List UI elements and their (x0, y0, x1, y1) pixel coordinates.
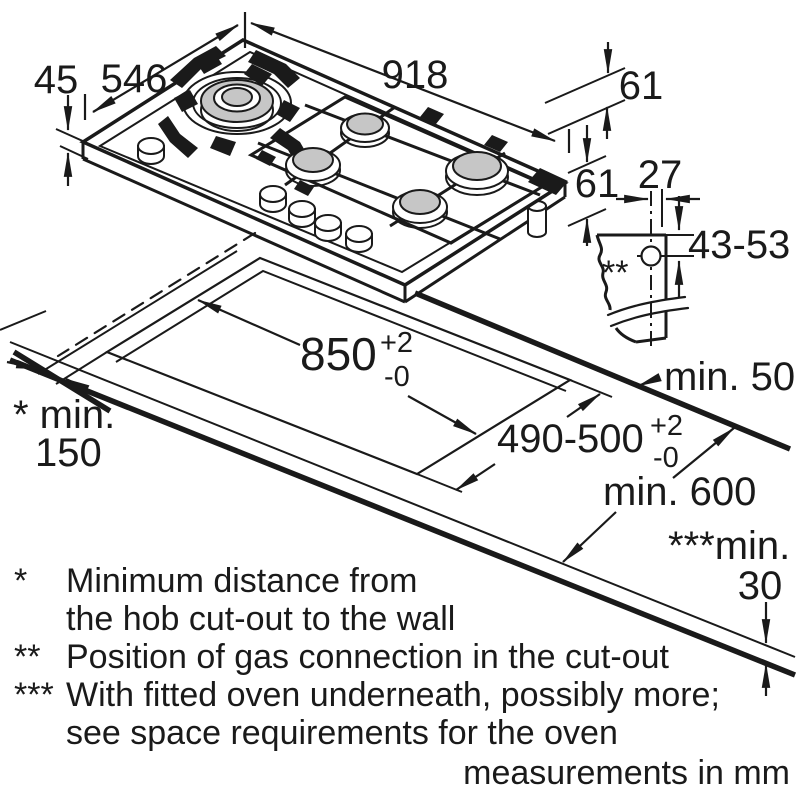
min-depth-clearance: min. 600 (562, 427, 756, 563)
cutout-width-tolerance-minus: -0 (384, 361, 410, 393)
footnote-marker: * (14, 562, 27, 600)
burner (285, 147, 341, 187)
dim-gas-x-label: 27 (638, 153, 683, 197)
min-left-clearance-label: * min. (13, 393, 115, 437)
worktop-back-edge-left (0, 310, 47, 331)
min-depth-clearance-label: min. 600 (603, 470, 756, 514)
dim-burner-offset-rear-label: 61 (619, 64, 664, 108)
control-knobs (137, 137, 373, 253)
control-knob (314, 214, 342, 242)
wok-grate-arm-icon (158, 116, 198, 158)
cutout-depth-label: 490-500 (497, 417, 644, 461)
hob-dimensions: 546 918 45 61 61 (34, 12, 664, 246)
min-left-clearance: * min. 150 (6, 359, 115, 475)
footnote-marker: ** (14, 638, 40, 676)
worktop-back-edge (413, 290, 792, 452)
cutout-depth-dimension: 490-500 +2 -0 (455, 393, 683, 491)
footnote-text: Position of gas connection in the cut-ou… (66, 638, 669, 676)
wall-line (37, 250, 238, 375)
burner-cap (292, 147, 334, 173)
min-oven-clearance: ***min. 30 (668, 524, 790, 696)
gas-inlet-pipe (527, 200, 547, 238)
gas-connection-detail: ** 27 43-53 (595, 153, 790, 347)
cutout-outline (55, 256, 613, 493)
control-knob (137, 137, 165, 165)
burner (445, 151, 509, 196)
worktop-illustration: 850 +2 -0 490-500 +2 -0 min. 50 min. 600 (0, 231, 797, 696)
min-right-clearance-label: min. 50 (664, 355, 795, 399)
footnote-marker: *** (14, 676, 54, 714)
hob-bottom-front-edge (82, 157, 406, 304)
units-note: measurements in mm (463, 754, 790, 792)
control-knob (288, 200, 316, 228)
footnote-text: Minimum distance from (66, 562, 417, 600)
cutout-width-label: 850 (300, 328, 377, 380)
gas-connection-point-icon (640, 245, 662, 267)
min-right-clearance: min. 50 (637, 355, 795, 399)
min-oven-clearance-value: 30 (738, 564, 783, 608)
footnote-text: see space requirements for the oven (66, 714, 618, 752)
burner-cap (452, 151, 502, 181)
footnotes: * Minimum distance from the hob cut-out … (14, 562, 790, 792)
footnote-text: the hob cut-out to the wall (66, 600, 455, 638)
cutout-width-dimension: 850 +2 -0 (197, 298, 477, 435)
cutout-width-tolerance-plus: +2 (380, 327, 413, 359)
dim-gas-y-label: 43-53 (688, 223, 790, 267)
burner-cap (346, 112, 384, 136)
dim-width-label: 918 (382, 53, 449, 97)
footnote-text: With fitted oven underneath, possibly mo… (66, 676, 720, 714)
gas-detail-marker: ** (602, 254, 628, 292)
cutout-depth-tolerance-plus: +2 (650, 410, 683, 442)
control-knob (345, 225, 373, 253)
cutout-depth-tolerance-minus: -0 (653, 442, 679, 474)
worktop-front-top-edge (9, 341, 796, 658)
burner (340, 112, 390, 148)
worktop-front-edge (8, 357, 797, 678)
wall-hidden-line (56, 231, 257, 358)
burner-cap (399, 189, 441, 215)
control-knob (259, 185, 287, 213)
dim-depth-label: 546 (101, 57, 168, 101)
burner (392, 189, 448, 229)
min-oven-clearance-label: ***min. (668, 524, 790, 568)
min-left-clearance-value: 150 (35, 431, 102, 475)
dim-burner-offset-side-label: 61 (575, 162, 620, 206)
dim-height-label: 45 (34, 58, 79, 102)
